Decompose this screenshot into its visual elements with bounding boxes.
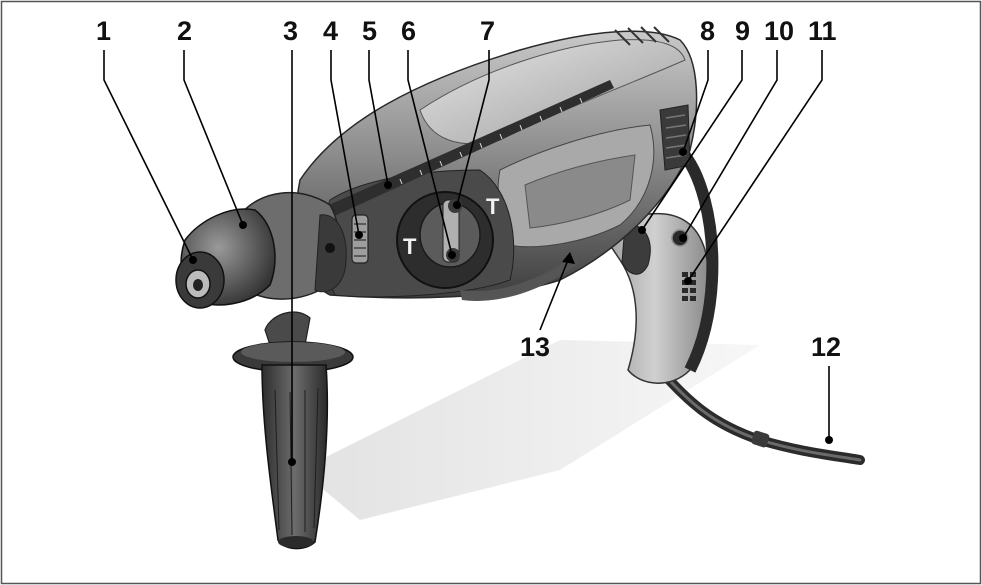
depth-stop-clamp <box>351 214 369 264</box>
callout-13: 13 <box>520 332 550 362</box>
callout-9: 9 <box>735 16 750 46</box>
mode-selector-dial: T T <box>396 191 500 289</box>
callout-6: 6 <box>401 16 416 46</box>
callout-10: 10 <box>764 16 794 46</box>
callout-2: 2 <box>177 16 192 46</box>
auxiliary-handle <box>232 311 354 550</box>
leader-lines <box>103 50 833 466</box>
callout-11: 11 <box>808 16 837 46</box>
power-cord <box>645 355 865 465</box>
dial-mark-left: T <box>403 234 417 259</box>
dial-mark-right: T <box>486 194 500 219</box>
callout-5: 5 <box>362 16 377 46</box>
callout-1: 1 <box>96 16 111 46</box>
rear-handle <box>598 145 719 384</box>
callout-7: 7 <box>480 16 495 46</box>
callout-labels: 1 2 3 4 5 6 7 8 9 10 11 12 13 <box>96 16 841 362</box>
underside-vent <box>460 255 580 301</box>
tool-holder <box>175 208 276 309</box>
callout-8: 8 <box>700 16 715 46</box>
callout-4: 4 <box>323 16 338 46</box>
floor-shadow <box>300 340 760 520</box>
callout-3: 3 <box>283 16 298 46</box>
callout-12: 12 <box>811 332 841 362</box>
